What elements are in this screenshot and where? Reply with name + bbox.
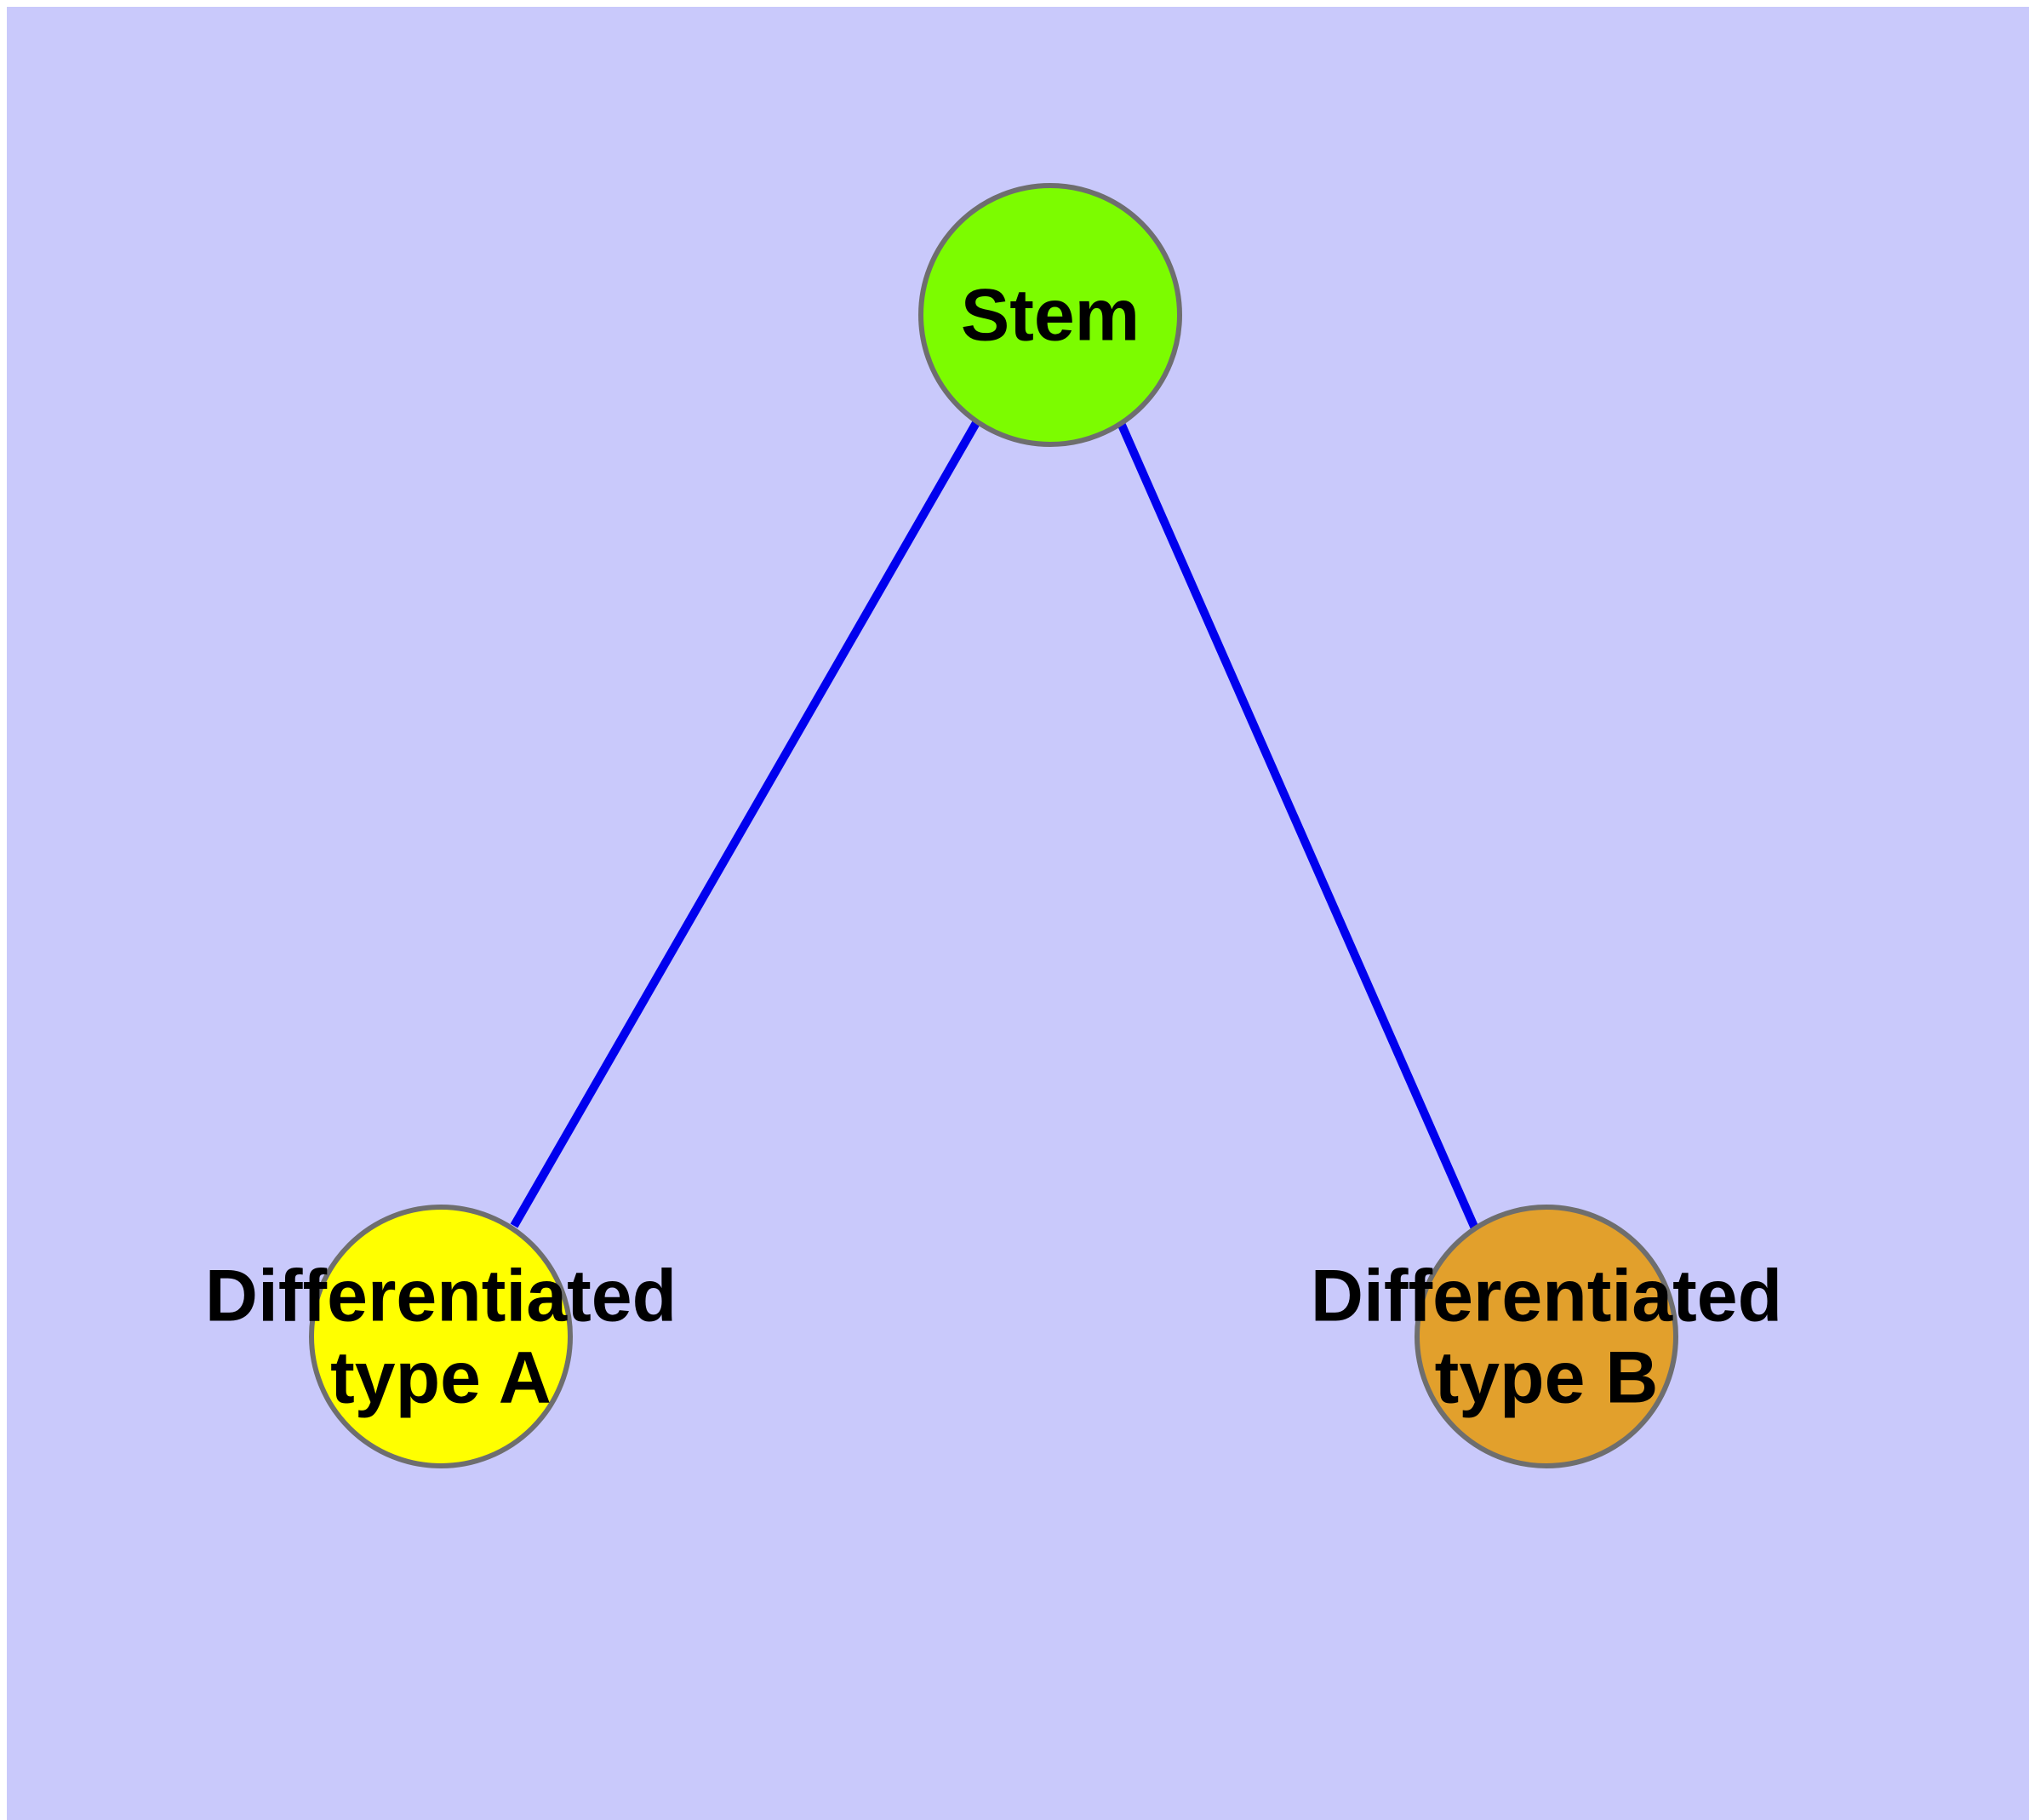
graph-edge-stem-to-diff-a: [510, 419, 981, 1228]
graph-node-stem[interactable]: [918, 183, 1182, 447]
nodes-layer: [309, 183, 1678, 1468]
label-line: type B: [1435, 1337, 1659, 1419]
graph-edge-stem-to-diff-b: [1117, 421, 1479, 1231]
label-line: Stem: [961, 275, 1140, 357]
label-line: Differentiated: [205, 1256, 677, 1337]
label-line: type A: [330, 1337, 552, 1419]
graph-node-label-stem: Stem: [961, 275, 1140, 357]
graph-node-diff-a[interactable]: [309, 1205, 573, 1468]
graph-node-diff-b[interactable]: [1415, 1205, 1678, 1468]
edges-layer: [510, 419, 1479, 1231]
label-line: Differentiated: [1311, 1256, 1782, 1337]
